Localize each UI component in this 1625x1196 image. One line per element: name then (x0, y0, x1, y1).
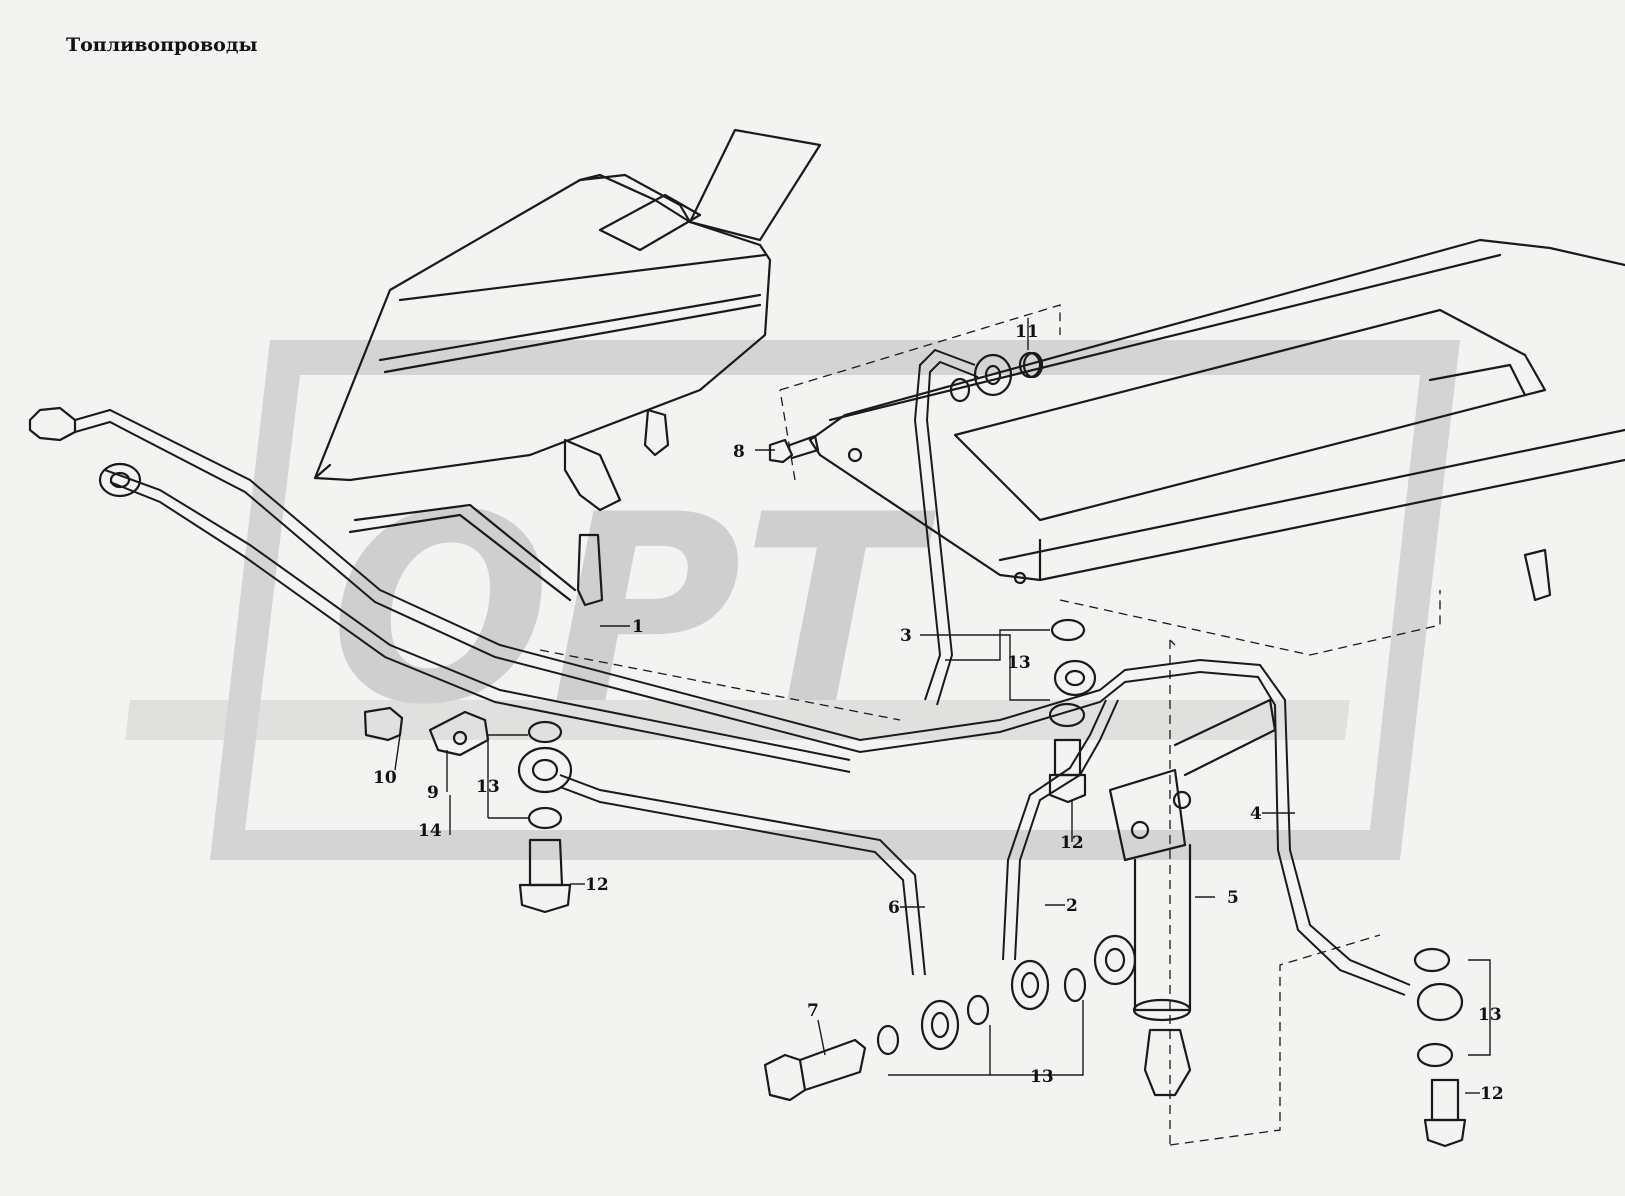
callout-9: 9 (427, 783, 439, 803)
callout-3: 3 (900, 626, 912, 646)
callout-12-mid: 12 (1060, 833, 1084, 853)
fuel-pipe-6 (517, 746, 960, 1051)
callout-6: 6 (888, 898, 900, 918)
callout-1: 1 (632, 617, 644, 637)
assembly-lines (539, 304, 1441, 1146)
fuel-pipe-main (28, 406, 1411, 996)
watermark-logo: OPT (125, 340, 1460, 860)
banjo-bolt-12-right (1423, 1078, 1467, 1148)
fuel-tank-left (313, 128, 822, 607)
callout-11: 11 (1015, 322, 1039, 342)
banjo-bolt-12-mid (1048, 738, 1087, 804)
leader-lines (394, 318, 1491, 1094)
callout-14: 14 (418, 821, 442, 841)
callout-13-bottom: 13 (1030, 1067, 1054, 1087)
bolt-8 (768, 434, 820, 464)
callout-5: 5 (1227, 888, 1239, 908)
banjo-bolt-7 (763, 1038, 867, 1102)
page-title: Топливопроводы (66, 34, 258, 56)
callouts: 1 2 3 4 5 6 7 8 9 10 11 12 12 12 13 13 1… (373, 322, 1504, 1104)
fuel-pipe-3 (913, 348, 1042, 706)
callout-4: 4 (1250, 804, 1262, 824)
callout-10: 10 (373, 768, 397, 788)
callout-13-upper: 13 (1007, 653, 1031, 673)
callout-12-left: 12 (585, 875, 609, 895)
callout-2: 2 (1066, 896, 1078, 916)
washers (527, 351, 1464, 1068)
banjo-bolt-12-left (518, 838, 572, 914)
callout-7: 7 (807, 1001, 819, 1021)
fuel-filter-5 (1093, 698, 1277, 1097)
callout-12-right: 12 (1480, 1084, 1504, 1104)
callout-13-left: 13 (476, 777, 500, 797)
callout-13-right: 13 (1478, 1005, 1502, 1025)
fuel-tank-right (808, 238, 1625, 602)
callout-8: 8 (733, 442, 745, 462)
